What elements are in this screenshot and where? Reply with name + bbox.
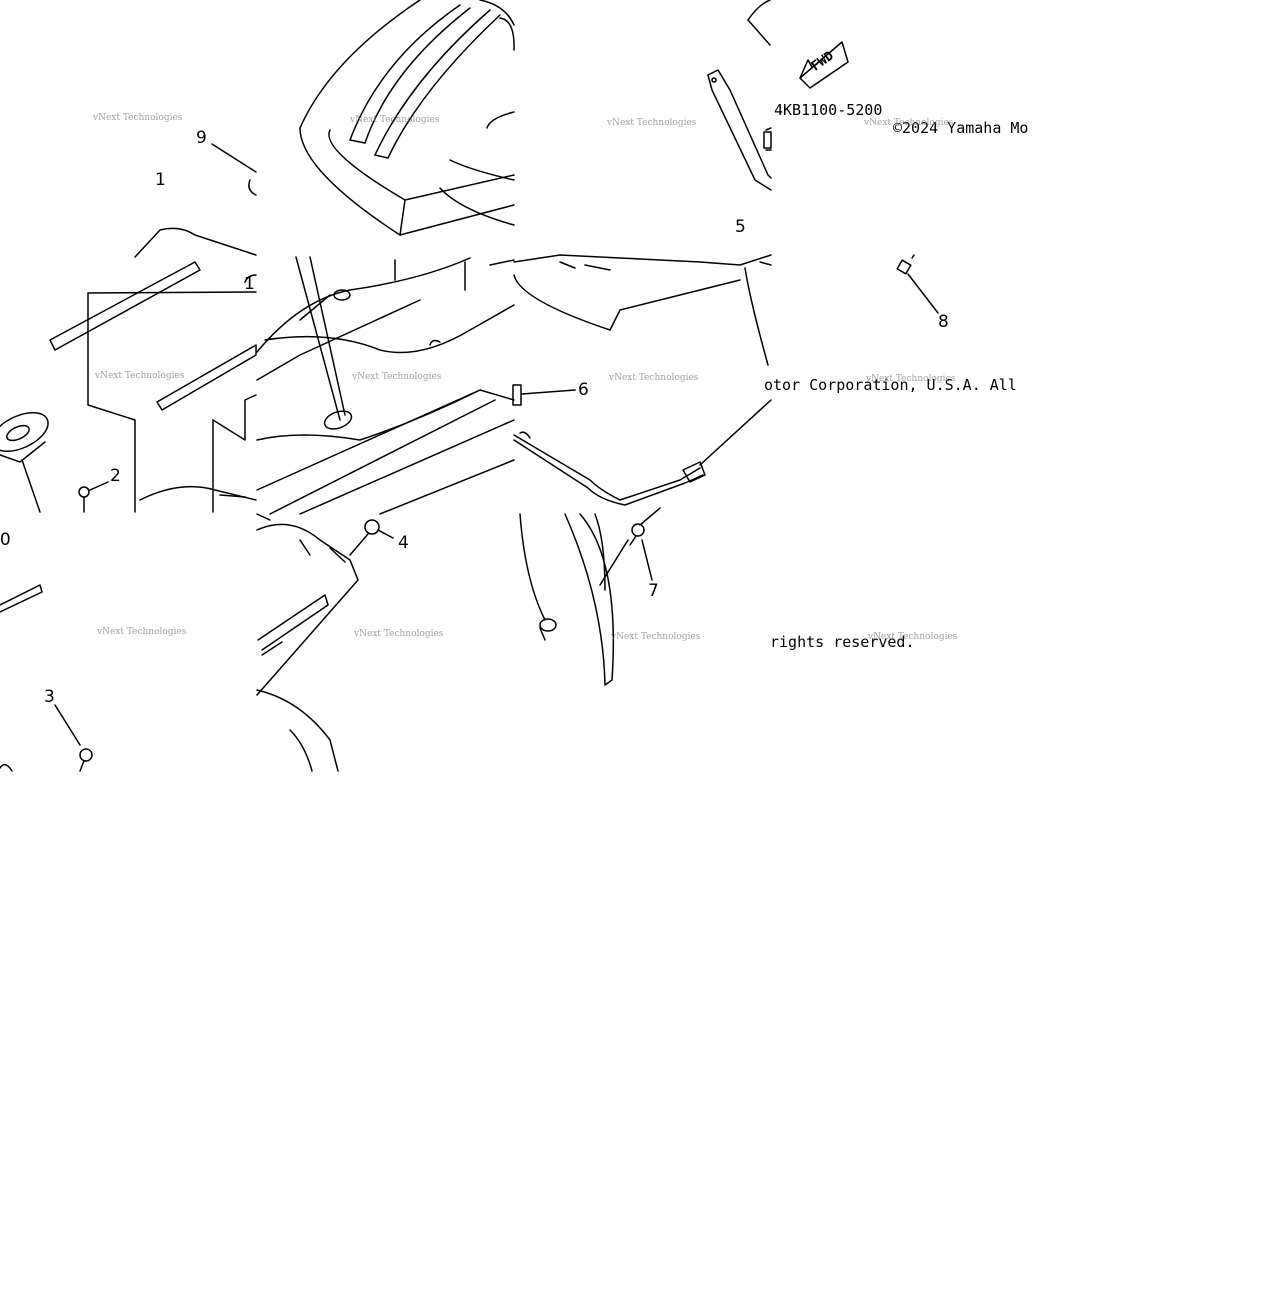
callout-7: 7 xyxy=(648,581,659,601)
watermark: vNext Technologies xyxy=(864,118,954,128)
watermark: vNext Technologies xyxy=(611,632,701,642)
lower-left-parts xyxy=(0,584,93,772)
bracket-upper xyxy=(707,0,772,191)
callout-1: 1 xyxy=(155,170,166,190)
callout-9: 9 xyxy=(196,128,207,148)
callout-5: 5 xyxy=(735,217,746,237)
callout-6: 6 xyxy=(578,380,589,400)
callout-8: 8 xyxy=(938,312,949,332)
nut-8 xyxy=(896,254,939,314)
mudflap xyxy=(519,507,661,686)
callout-10: 10 xyxy=(0,530,11,550)
watermark: vNext Technologies xyxy=(352,372,442,382)
lower-fender-rod xyxy=(512,254,772,506)
rear-fender-lower xyxy=(256,513,394,772)
callout-4: 4 xyxy=(398,533,409,553)
copyright-text-3: rights reserved. xyxy=(770,633,915,651)
center-body xyxy=(256,256,515,515)
watermark: vNext Technologies xyxy=(354,629,444,639)
watermark: vNext Technologies xyxy=(93,113,183,123)
part-code: 4KB1100-5200 xyxy=(774,101,883,119)
leader-line-9 xyxy=(211,143,257,196)
watermark: vNext Technologies xyxy=(350,115,440,125)
copyright-text-2: otor Corporation, U.S.A. All xyxy=(764,376,1017,394)
watermark: vNext Technologies xyxy=(868,632,958,642)
side-panel xyxy=(0,227,257,513)
watermark: vNext Technologies xyxy=(607,118,697,128)
watermark: vNext Technologies xyxy=(95,371,185,381)
callout-3: 3 xyxy=(44,687,55,707)
callout-2: 2 xyxy=(110,466,121,486)
watermark: vNext Technologies xyxy=(609,373,699,383)
rear-fender-top xyxy=(299,0,515,236)
watermark: vNext Technologies xyxy=(97,627,187,637)
watermark: vNext Technologies xyxy=(866,374,956,384)
fwd-arrow-icon xyxy=(799,41,849,89)
copyright-text-1: ©2024 Yamaha Mo xyxy=(893,119,1029,137)
callout-1-alt: 1 xyxy=(244,274,255,294)
